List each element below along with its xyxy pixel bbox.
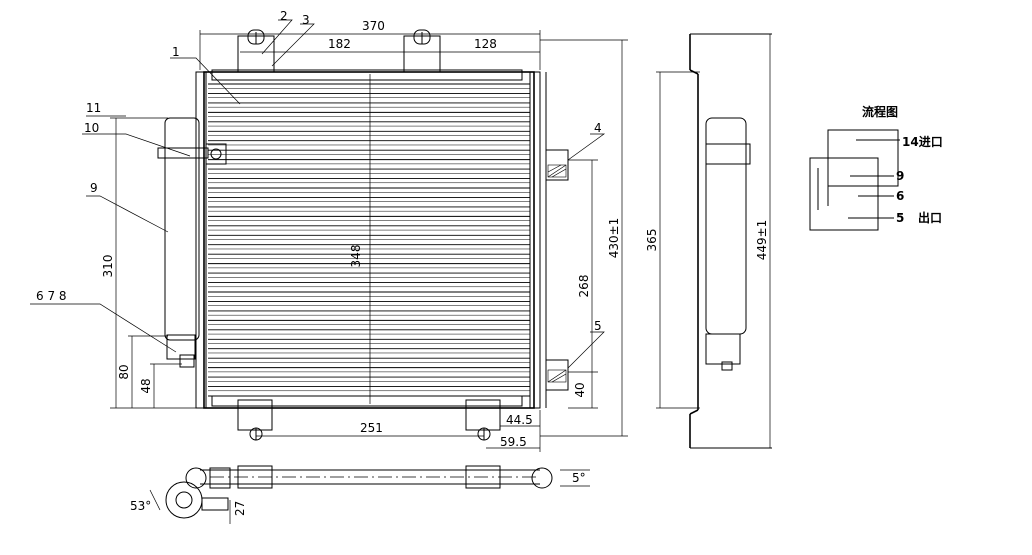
dim-268: 268 (577, 275, 591, 298)
part-5: 5 (594, 319, 602, 333)
flow-chart-title: 流程图 (862, 104, 898, 119)
left-tank (195, 71, 207, 409)
part-10: 10 (84, 121, 99, 135)
dimension-lines (110, 30, 628, 452)
leader-lines (30, 19, 606, 369)
bottom-bracket-left (237, 399, 273, 441)
part-4: 4 (594, 121, 602, 135)
dim-44-5: 44.5 (506, 413, 533, 427)
dim-128: 128 (474, 37, 497, 51)
part-9: 9 (90, 181, 98, 195)
flow-chart-inlet: 14进口 (902, 134, 943, 149)
dim-365: 365 (645, 229, 659, 252)
dim-59-5: 59.5 (500, 435, 527, 449)
flow-chart-row-6: 6 (896, 189, 904, 203)
core-outline (203, 71, 535, 409)
right-tank (529, 71, 541, 409)
dim-182: 182 (328, 37, 351, 51)
dim-53: 53° (130, 499, 151, 513)
fitting-5 (545, 359, 569, 391)
dim-449: 449±1 (755, 220, 769, 261)
front-view (157, 29, 569, 441)
dim-310: 310 (101, 255, 115, 278)
part-11: 11 (86, 101, 101, 115)
dim-348: 348 (349, 245, 363, 268)
receiver-drier (157, 117, 227, 368)
bottom-bracket-right (465, 399, 501, 441)
dim-48: 48 (139, 378, 153, 393)
part-1: 1 (172, 45, 180, 59)
flow-chart-outlet-num: 5 (896, 211, 904, 225)
dim-370: 370 (362, 19, 385, 33)
flow-chart-row-9: 9 (896, 169, 904, 183)
dim-5: 5° (572, 471, 586, 485)
bottom-view (149, 465, 590, 524)
dim-40: 40 (573, 382, 587, 397)
top-bracket-right (403, 29, 441, 73)
flow-chart: 流程图 14进口 9 6 5 出口 (809, 104, 943, 231)
part-2: 2 (280, 9, 288, 23)
part-3: 3 (302, 13, 310, 27)
dim-27: 27 (233, 501, 247, 516)
part-6-7-8: 6 7 8 (36, 289, 67, 303)
dim-430: 430±1 (607, 218, 621, 259)
fitting-4 (545, 149, 569, 181)
flow-chart-outlet-label: 出口 (918, 210, 942, 225)
dim-80: 80 (117, 364, 131, 379)
side-view (656, 33, 772, 449)
bottom-header (211, 395, 523, 407)
core-tubes (208, 83, 530, 397)
flow-chart-box (809, 157, 879, 231)
dim-251: 251 (360, 421, 383, 435)
labels: 370 182 128 348 310 80 48 251 44.5 59.5 … (36, 9, 769, 516)
